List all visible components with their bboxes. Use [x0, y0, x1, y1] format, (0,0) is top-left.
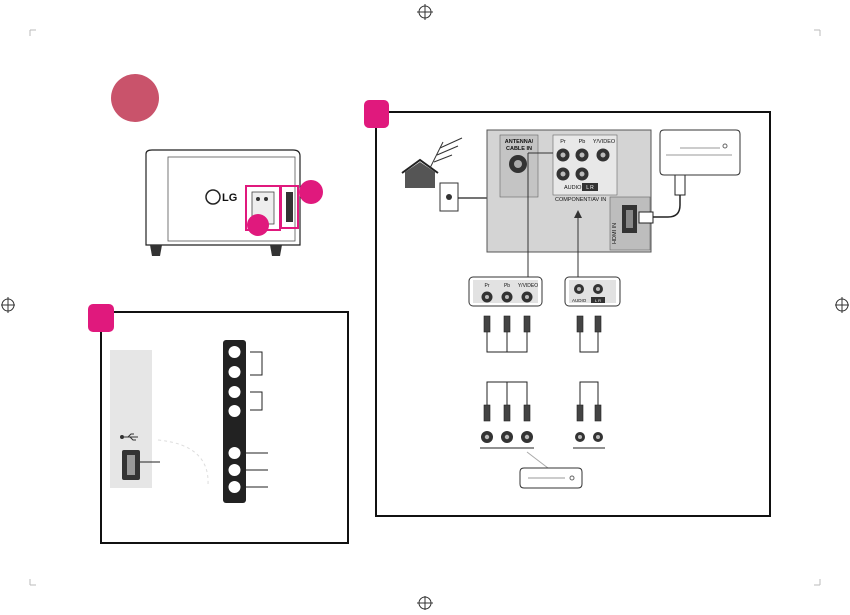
- adapter-label-pb: Pb: [504, 283, 510, 289]
- upper-cable-bundle: [486, 332, 599, 353]
- volume-bracket: [250, 391, 263, 411]
- video-adapter: Pr Pb Y/VIDEO: [468, 276, 543, 307]
- house-antenna-icon: [401, 137, 463, 188]
- jack-label-y-video: Y/VIDEO: [593, 139, 616, 145]
- tv-stand-right: [270, 245, 282, 256]
- rca-plug-icon: [483, 404, 602, 422]
- jack-label-pr: Pr: [560, 139, 566, 145]
- side-controls-panel: [88, 304, 349, 544]
- menu-button: [228, 464, 241, 476]
- adapter-label-pr: Pr: [485, 283, 490, 289]
- adapter-audio-channels: L R: [595, 298, 601, 303]
- component-cable-line: [527, 152, 553, 278]
- hdmi-cable: [653, 195, 681, 218]
- volume-down-button: [228, 405, 241, 417]
- registration-mark-icon: [1, 297, 15, 313]
- step-circle: [111, 74, 159, 122]
- lower-cable-bundle: [486, 381, 599, 405]
- tv-side-section: [110, 350, 152, 488]
- antenna-label-line2: CABLE IN: [506, 146, 532, 152]
- connections-panel: ANTENNA/ CABLE IN Pr Pb Y/VIDEO AUDIO L …: [364, 100, 771, 517]
- device-jacks: [480, 431, 605, 449]
- usb-icon: [120, 433, 138, 441]
- audio-label: AUDIO: [564, 185, 582, 191]
- av-device-icon: [519, 467, 583, 489]
- step-marker: [364, 100, 389, 128]
- power-button: [228, 481, 241, 493]
- registration-mark-icon: [835, 297, 849, 313]
- registration-mark-icon: [417, 596, 433, 610]
- registration-mark-icon: [417, 4, 433, 20]
- channel-bracket: [250, 351, 263, 376]
- channel-down-button: [228, 366, 241, 378]
- control-button-strip: [223, 340, 246, 503]
- crop-marks: [29, 29, 821, 586]
- component-label: COMPONENT/AV IN: [555, 197, 606, 203]
- lg-logo-icon: [205, 189, 221, 205]
- step-marker: [88, 304, 114, 332]
- cable-box-icon: [659, 129, 741, 176]
- tv-logo-text: LG: [222, 192, 237, 204]
- side-panel-highlight: [280, 185, 299, 229]
- step-marker-small: [299, 180, 323, 204]
- audio-adapter: AUDIO L R: [564, 276, 621, 307]
- tv-back-illustration: LG: [145, 149, 323, 256]
- antenna-label-line1: ANTENNA/: [505, 139, 534, 145]
- volume-up-button: [228, 386, 241, 398]
- adapter-label-y-video: Y/VIDEO: [518, 283, 538, 289]
- step-marker-small: [247, 214, 269, 236]
- adapter-audio-label: AUDIO: [572, 298, 587, 303]
- hdmi-plug-icon: [638, 211, 654, 224]
- jack-label-pb: Pb: [579, 139, 586, 145]
- hdmi-label: HDMI IN: [612, 223, 618, 244]
- tv-stand-left: [150, 245, 162, 256]
- audio-channels-label: L R: [586, 185, 594, 191]
- channel-up-button: [228, 346, 241, 358]
- input-button: [228, 447, 241, 459]
